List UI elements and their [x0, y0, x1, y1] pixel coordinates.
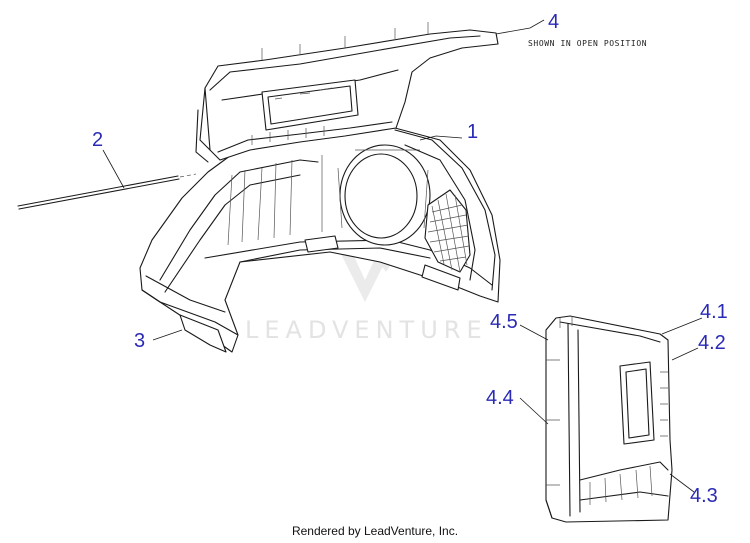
leader-2 [102, 149, 125, 189]
callout-4: 4 [548, 11, 560, 33]
part-4-detail-view [545, 315, 673, 523]
leader-lines [102, 19, 703, 493]
callout-4-3: 4.3 [690, 485, 718, 507]
leader-4-5 [519, 324, 549, 341]
part-4-lid [195, 22, 499, 163]
leader-4-3 [669, 473, 695, 493]
callout-3: 3 [134, 330, 146, 352]
callout-1: 1 [467, 121, 479, 143]
callout-2: 2 [92, 129, 104, 151]
footer-credit: Rendered by LeadVenture, Inc. [291, 524, 459, 538]
leader-1 [419, 135, 463, 141]
leader-4-1 [661, 317, 703, 335]
open-position-note: SHOWN IN OPEN POSITION [528, 39, 648, 48]
watermark-text: LEADVENTURE [245, 316, 488, 344]
leader-4-2 [671, 347, 699, 361]
callout-4-2: 4.2 [698, 332, 726, 354]
leader-3 [152, 329, 183, 341]
leader-4-4 [519, 397, 549, 425]
part-1-housing [139, 127, 501, 353]
part-2-rod [17, 173, 197, 210]
callout-4-1: 4.1 [700, 301, 728, 323]
callout-4-4: 4.4 [486, 387, 514, 409]
callout-4-5: 4.5 [490, 311, 518, 333]
leader-4 [495, 19, 545, 35]
